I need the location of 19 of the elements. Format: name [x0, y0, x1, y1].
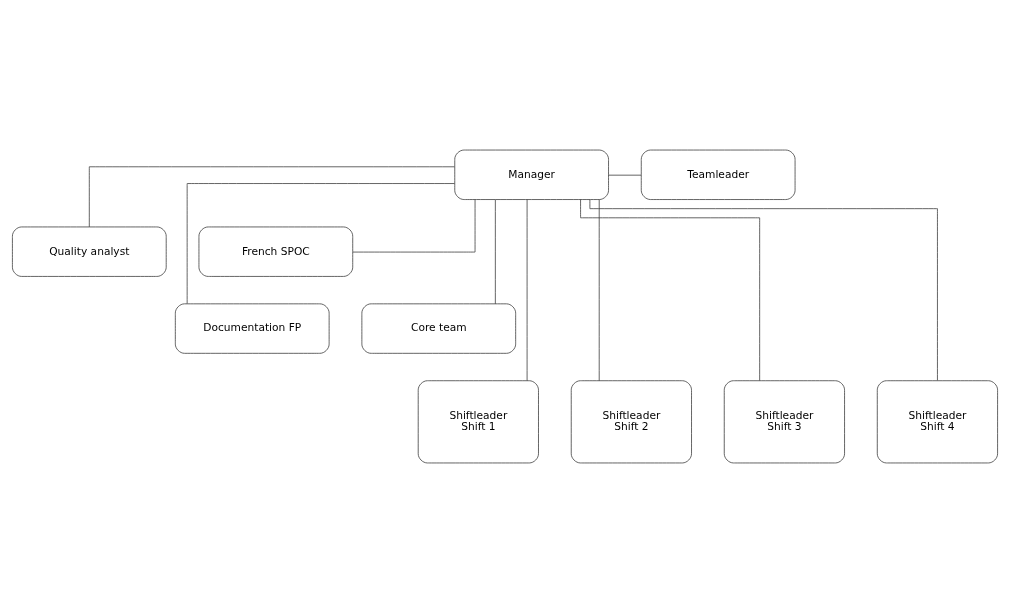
node-box: Shiftleader Shift 1 — [417, 380, 539, 464]
node-box: Shiftleader Shift 3 — [723, 380, 845, 464]
connector — [88, 166, 455, 228]
node-box: Documentation FP — [174, 303, 330, 354]
node-box: Shiftleader Shift 2 — [570, 380, 692, 464]
node-box: Shiftleader Shift 4 — [876, 380, 998, 464]
connector — [494, 199, 496, 305]
node-box: French SPOC — [198, 226, 354, 277]
node-box: Teamleader — [640, 149, 796, 200]
node-box: Quality analyst — [12, 226, 167, 277]
connector — [589, 199, 938, 381]
node-box: Core team — [361, 303, 517, 354]
connector — [580, 199, 761, 381]
connector — [526, 199, 528, 382]
node-box: Manager — [454, 149, 609, 200]
connector — [186, 183, 455, 304]
connector — [352, 199, 476, 253]
connector — [608, 174, 642, 176]
connector — [598, 199, 600, 382]
